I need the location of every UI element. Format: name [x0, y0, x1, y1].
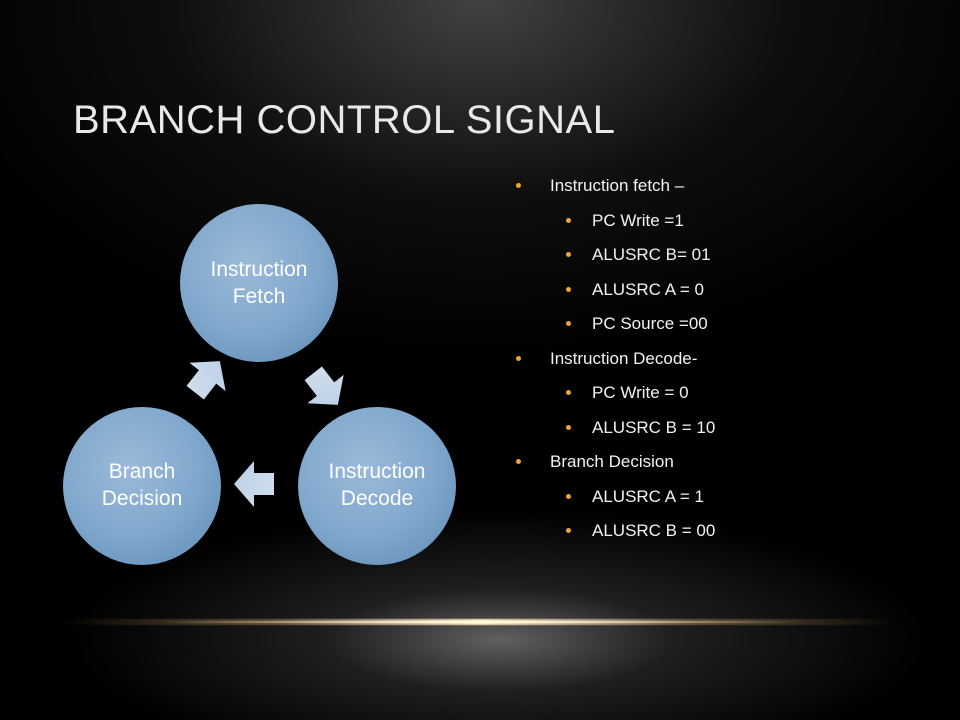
bullet-dot-icon [566, 321, 571, 326]
node-branch-line-2: Decision [102, 487, 183, 510]
bullet-list: Instruction fetch – PC Write =1 ALUSRC B… [512, 172, 942, 552]
bullet-text: Instruction Decode- [550, 348, 698, 368]
bullet-dot-icon [516, 183, 521, 188]
bullet-dot-icon [566, 493, 571, 499]
bullet-dot-icon [566, 217, 571, 223]
bullet-item: ALUSRC A = 0 [512, 276, 942, 311]
bullet-text: Branch Decision [550, 452, 674, 471]
node-instruction-fetch: Instruction Fetch [180, 204, 338, 362]
bullet-text: ALUSRC A = 0 [592, 279, 704, 299]
bullet-text: ALUSRC B = 00 [592, 521, 716, 540]
node-branch-decision: Branch Decision [63, 407, 221, 565]
bullet-dot-icon [566, 528, 571, 533]
bullet-text: PC Write =1 [592, 210, 684, 230]
bullet-text: ALUSRC B = 10 [592, 417, 716, 437]
arrow-decode-to-branch [234, 461, 274, 507]
bullet-item: Branch Decision [512, 448, 942, 483]
node-decode-line-1: Instruction [329, 460, 426, 483]
node-branch-line-1: Branch [109, 460, 176, 483]
bullet-dot-icon [566, 252, 571, 257]
slide-title: BRANCH CONTROL SIGNAL [73, 98, 616, 142]
bullet-item: Instruction fetch – [512, 172, 942, 207]
bullet-text: ALUSRC B= 01 [592, 245, 711, 264]
glow-divider-core [160, 621, 800, 623]
node-fetch-line-2: Fetch [233, 285, 286, 308]
bullet-item: ALUSRC A = 1 [512, 483, 942, 518]
node-decode-line-2: Decode [341, 487, 413, 510]
arrow-fetch-to-decode [304, 366, 344, 405]
bullet-dot-icon [566, 390, 571, 395]
node-fetch-line-1: Instruction [211, 258, 308, 281]
arrow-branch-to-fetch [186, 361, 226, 400]
bullet-text: ALUSRC A = 1 [592, 486, 704, 506]
bullet-item: PC Write = 0 [512, 379, 942, 414]
bullet-item: ALUSRC B = 00 [512, 517, 942, 552]
bullet-item: PC Write =1 [512, 207, 942, 242]
bullet-item: ALUSRC B = 10 [512, 414, 942, 449]
bullet-text: Instruction fetch – [550, 176, 685, 195]
bullet-dot-icon [566, 424, 571, 430]
bullet-dot-icon [516, 459, 521, 464]
bullet-item: Instruction Decode- [512, 345, 942, 380]
bullet-dot-icon [516, 355, 521, 361]
bullet-text: PC Write = 0 [592, 383, 689, 402]
node-instruction-decode: Instruction Decode [298, 407, 456, 565]
bullet-item: PC Source =00 [512, 310, 942, 345]
bullet-item: ALUSRC B= 01 [512, 241, 942, 276]
bullet-text: PC Source =00 [592, 314, 708, 333]
bullet-dot-icon [566, 286, 571, 292]
